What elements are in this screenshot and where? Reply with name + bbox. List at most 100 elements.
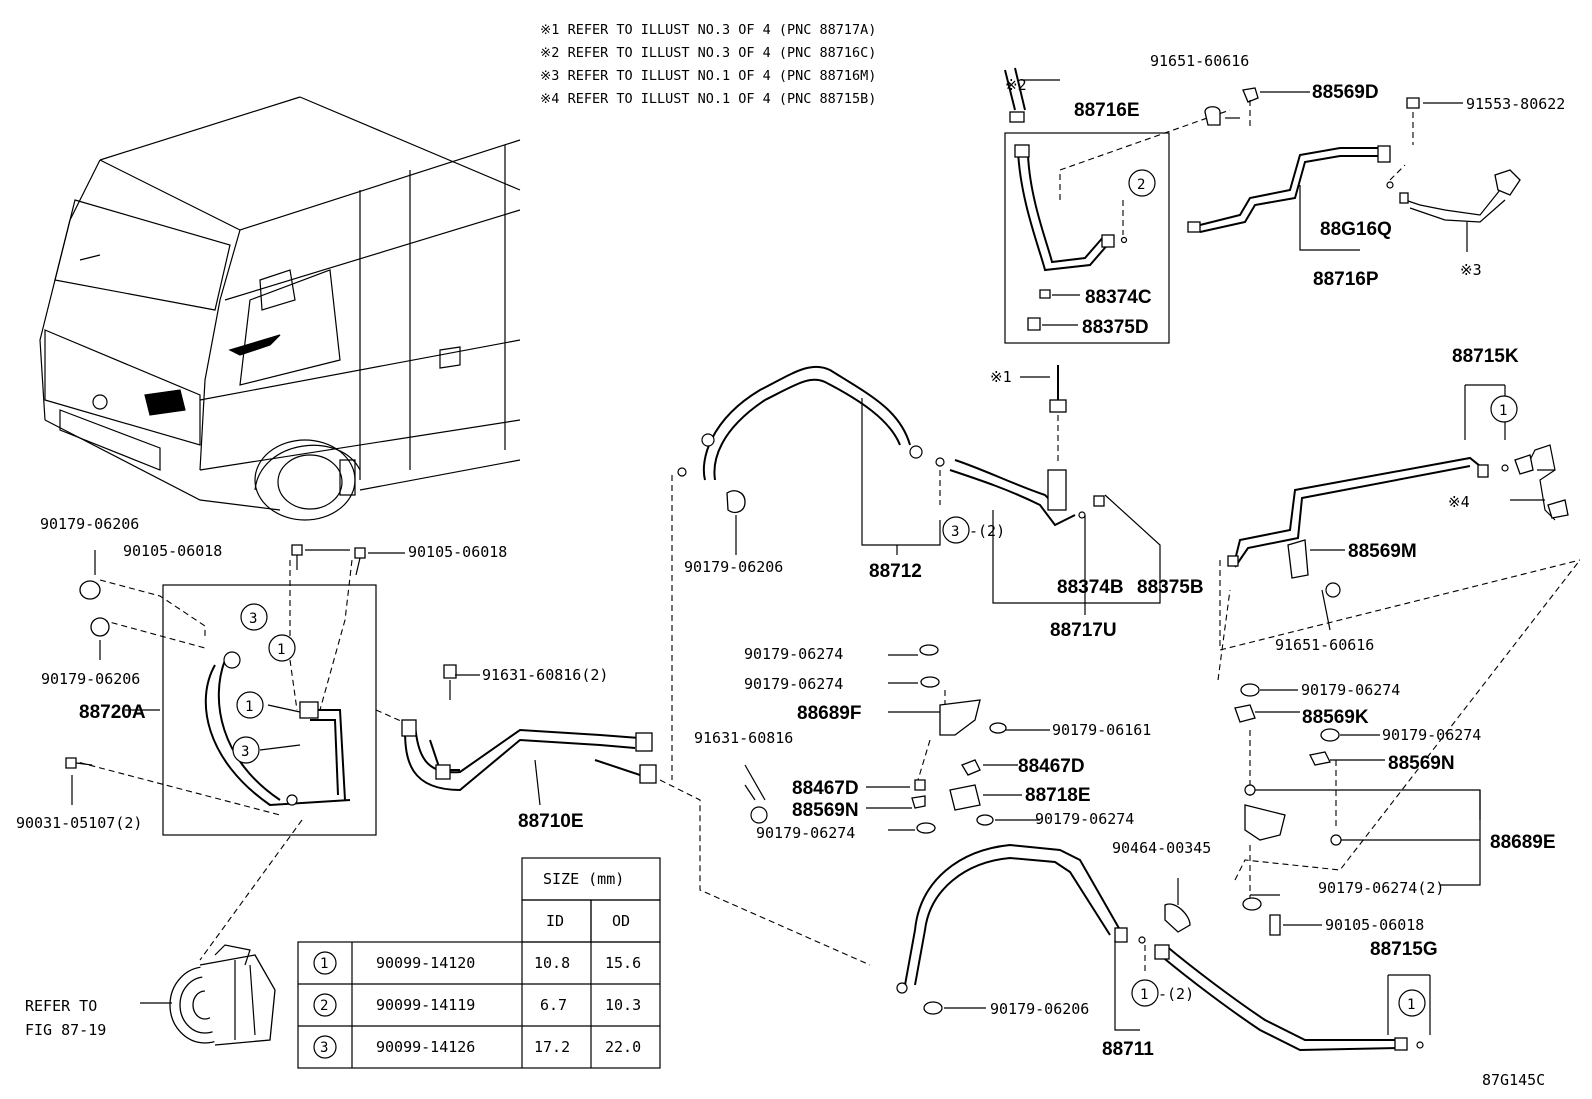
note-4: ※4 REFER TO ILLUST NO.1 OF 4 (PNC 88715B… xyxy=(540,91,876,107)
refer-to-text: REFER TO xyxy=(25,997,97,1015)
label-88375B: 88375B xyxy=(1137,577,1204,598)
fasteners xyxy=(65,544,405,805)
callout-1-b: 1 xyxy=(245,699,253,715)
center-brackets xyxy=(744,644,1050,834)
o-ring-size-table: SIZE (mm) ID OD 1 90099-14120 10.8 15.6 … xyxy=(297,857,661,1069)
label-88711: 88711 xyxy=(1102,1039,1154,1060)
label-90179-06274-c: 90179-06274 xyxy=(1035,810,1134,828)
table-row-1-od: 15.6 xyxy=(605,954,641,972)
label-qty-1: -(2) xyxy=(1158,985,1194,1003)
table-size-header: SIZE (mm) xyxy=(543,870,624,888)
label-90105-06018-c: 90105-06018 xyxy=(1325,916,1424,934)
label-90179-06274-2: 90179-06274(2) xyxy=(1318,879,1444,897)
label-88716P: 88716P xyxy=(1313,269,1379,290)
note-3: ※3 REFER TO ILLUST NO.1 OF 4 (PNC 88716M… xyxy=(540,68,876,84)
note-1: ※1 REFER TO ILLUST NO.3 OF 4 (PNC 88717A… xyxy=(540,22,876,38)
label-qty-3: -(2) xyxy=(969,522,1005,540)
label-91651-60616-b: 91651-60616 xyxy=(1275,636,1374,654)
label-90179-06206-a: 90179-06206 xyxy=(40,515,139,533)
table-row-2-no: 2 xyxy=(320,998,328,1014)
label-88689F: 88689F xyxy=(797,703,861,724)
hose-88710E xyxy=(401,664,871,966)
table-col-id: ID xyxy=(546,912,564,930)
label-88569N-a: 88569N xyxy=(792,800,859,821)
label-88717U: 88717U xyxy=(1050,620,1117,641)
label-91631-60816-2: 91631-60816(2) xyxy=(482,666,608,684)
label-88569K: 88569K xyxy=(1302,707,1369,728)
table-row-1-part: 90099-14120 xyxy=(376,954,475,972)
label-90031-05107: 90031-05107(2) xyxy=(16,814,142,832)
hose-88715G xyxy=(1154,944,1431,1052)
refer-fig-text: FIG 87-19 xyxy=(25,1021,106,1039)
ac-compressor xyxy=(140,944,276,1046)
right-brackets xyxy=(1217,559,1581,936)
table-row-3-id: 17.2 xyxy=(534,1038,570,1056)
ref-mark-1: ※1 xyxy=(990,368,1012,386)
label-88716E: 88716E xyxy=(1074,100,1140,121)
vehicle-illustration xyxy=(39,96,521,521)
reference-notes: ※1 REFER TO ILLUST NO.3 OF 4 (PNC 88717A… xyxy=(540,22,876,107)
label-88715K: 88715K xyxy=(1452,346,1519,367)
table-row-2-id: 6.7 xyxy=(540,996,567,1014)
label-88569M: 88569M xyxy=(1348,541,1417,562)
label-90179-06274-d: 90179-06274 xyxy=(756,824,855,842)
label-90179-06274-a: 90179-06274 xyxy=(744,645,843,663)
label-90105-06018-a: 90105-06018 xyxy=(123,542,222,560)
table-row-2-od: 10.3 xyxy=(605,996,641,1014)
table-row-1-no: 1 xyxy=(320,956,328,972)
label-90179-06206-c: 90179-06206 xyxy=(684,558,783,576)
label-90179-06274-f: 90179-06274 xyxy=(1382,726,1481,744)
label-88G16Q: 88G16Q xyxy=(1320,219,1392,240)
label-88720A: 88720A xyxy=(79,702,146,723)
table-row-2-part: 90099-14119 xyxy=(376,996,475,1014)
callout-1-e: 1 xyxy=(1407,997,1415,1013)
label-88712: 88712 xyxy=(869,561,922,582)
label-88689E: 88689E xyxy=(1490,832,1556,853)
callout-1-d: 1 xyxy=(1140,987,1148,1003)
label-90179-06161: 90179-06161 xyxy=(1052,721,1151,739)
note-2: ※2 REFER TO ILLUST NO.3 OF 4 (PNC 88716C… xyxy=(540,45,876,61)
label-91651-60616-a: 91651-60616 xyxy=(1150,52,1249,70)
hose-88717U xyxy=(949,365,1161,604)
callout-3-b: 3 xyxy=(241,744,249,760)
part-labels: ※2 91651-60616 88569D 91553-80622 88716E… xyxy=(16,52,1565,1089)
table-row-1-id: 10.8 xyxy=(534,954,570,972)
label-90179-06206-d: 90179-06206 xyxy=(990,1000,1089,1018)
hose-88716P xyxy=(1187,87,1521,252)
label-90179-06274-b: 90179-06274 xyxy=(744,675,843,693)
callout-1-c: 1 xyxy=(1499,403,1507,419)
label-88375D: 88375D xyxy=(1082,317,1149,338)
label-88710E: 88710E xyxy=(518,811,584,832)
hose-88715K xyxy=(1219,384,1581,651)
label-91631-60816: 91631-60816 xyxy=(694,729,793,747)
label-88374C: 88374C xyxy=(1085,287,1152,308)
label-88715G: 88715G xyxy=(1370,939,1438,960)
hose-88711 xyxy=(896,843,1191,1031)
suction-hose-assy-box xyxy=(69,559,411,961)
ref-mark-4: ※4 xyxy=(1448,493,1470,511)
label-88718E: 88718E xyxy=(1025,785,1091,806)
callout-3-a: 3 xyxy=(249,611,257,627)
label-90464-00345: 90464-00345 xyxy=(1112,839,1211,857)
label-88374B: 88374B xyxy=(1057,577,1124,598)
illustration-code: 87G145C xyxy=(1482,1071,1545,1089)
o-ring-callouts: 3 1 1 3 2 1 3 1 1 xyxy=(232,169,1518,1017)
box-88716E xyxy=(1004,67,1231,344)
hose-88712 xyxy=(671,365,945,780)
ref-mark-3: ※3 xyxy=(1460,261,1482,279)
ref-mark-2: ※2 xyxy=(1005,76,1027,94)
table-col-od: OD xyxy=(612,912,630,930)
label-88467D-b: 88467D xyxy=(792,778,859,799)
callout-1-a: 1 xyxy=(277,642,285,658)
label-88569D: 88569D xyxy=(1312,82,1379,103)
table-row-3-no: 3 xyxy=(320,1040,328,1056)
table-row-3-od: 22.0 xyxy=(605,1038,641,1056)
table-row-3-part: 90099-14126 xyxy=(376,1038,475,1056)
label-90105-06018-b: 90105-06018 xyxy=(408,543,507,561)
callout-3-c: 3 xyxy=(951,524,959,540)
label-90179-06274-e: 90179-06274 xyxy=(1301,681,1400,699)
label-88569N-b: 88569N xyxy=(1388,753,1455,774)
label-90179-06206-b: 90179-06206 xyxy=(41,670,140,688)
label-91553-80622: 91553-80622 xyxy=(1466,95,1565,113)
